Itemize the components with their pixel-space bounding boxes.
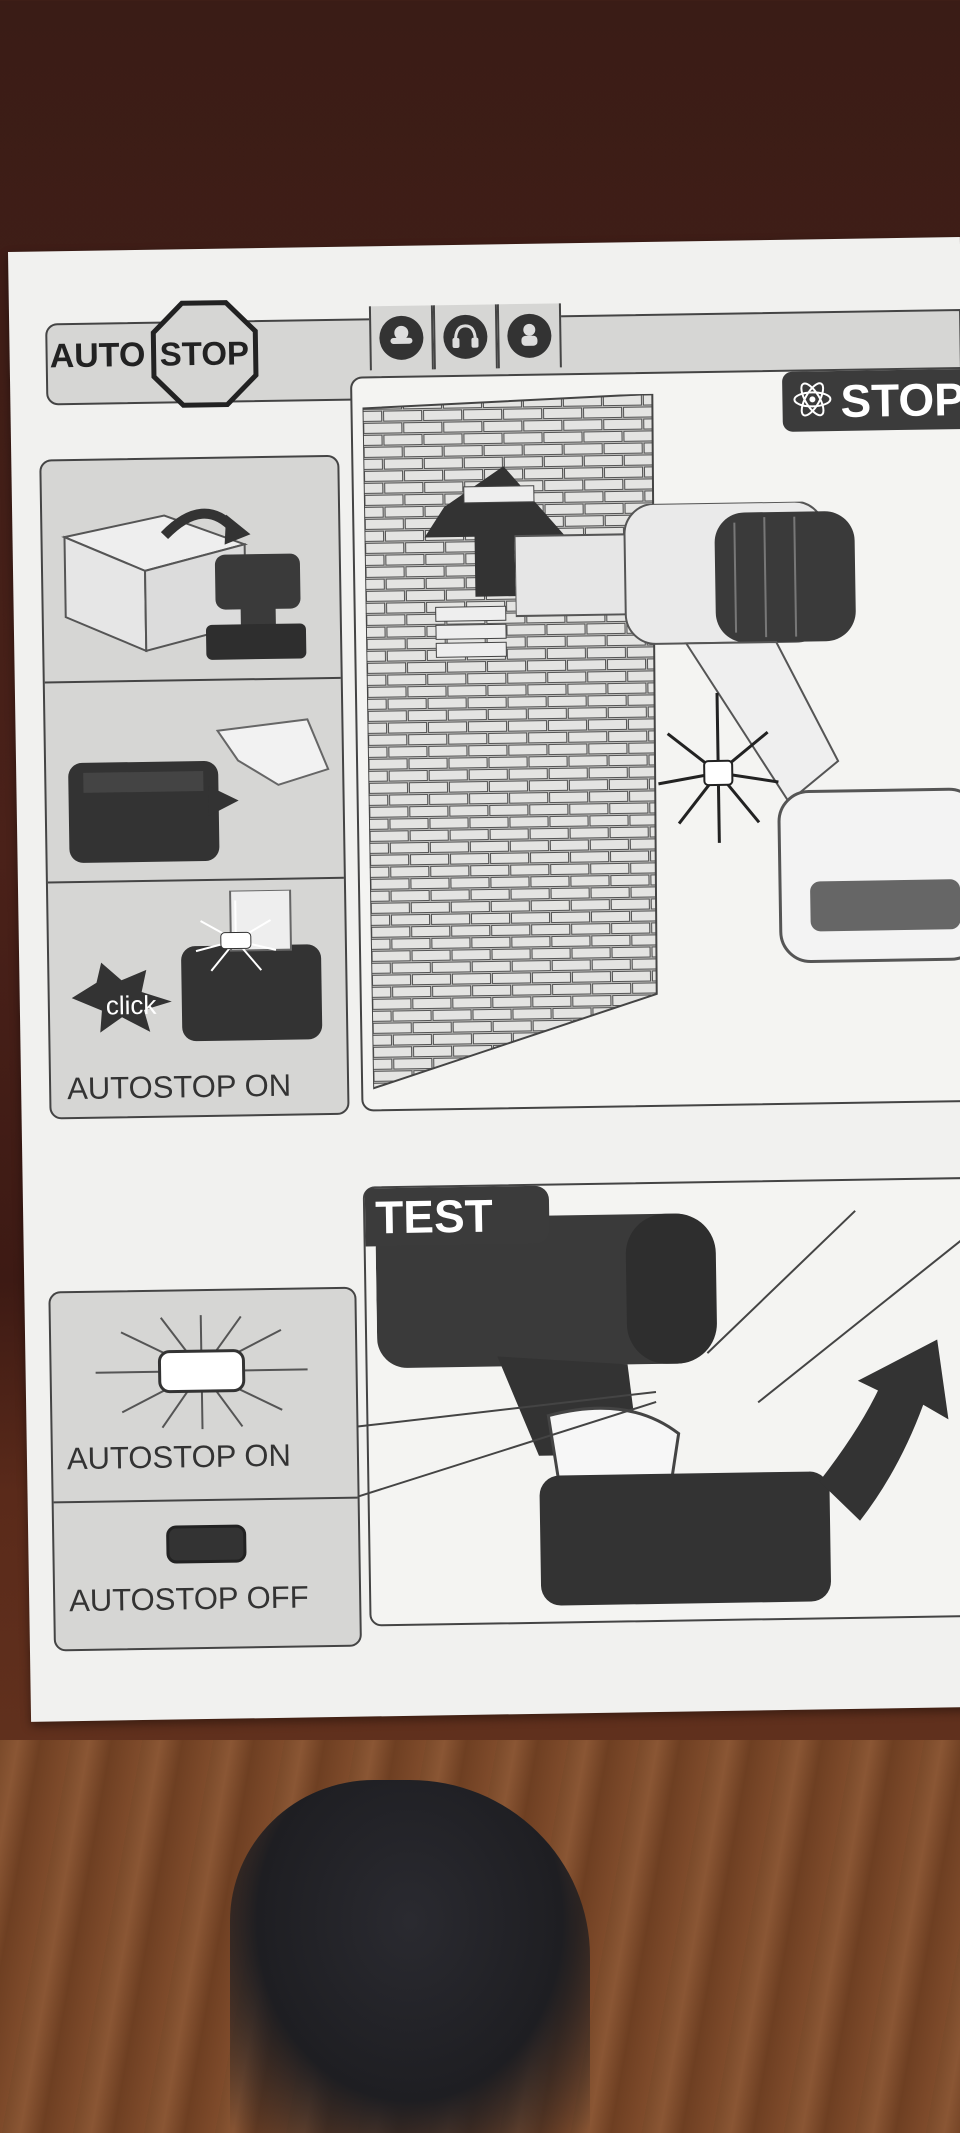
indicator-off-light-icon (166, 1524, 247, 1564)
safety-glasses-icon (379, 315, 424, 361)
step-divider (44, 676, 341, 684)
main-illustration-frame: STOP (350, 366, 960, 1112)
unbox-drill-illustration (61, 508, 307, 660)
battery-insert-illustration (68, 718, 330, 863)
click-label: click (105, 989, 157, 1021)
battery-click-illustration (71, 888, 323, 1042)
title-auto-text: AUTO (49, 335, 146, 375)
indicator-divider (53, 1496, 358, 1504)
dust-mask-icon (507, 313, 552, 359)
manual-page: AUTO STOP (8, 237, 960, 1722)
indicator-on-light-icon (95, 1315, 308, 1430)
ppe-glasses (368, 305, 434, 371)
title-stop-text: STOP (159, 334, 250, 373)
stop-sign-icon: STOP (148, 298, 260, 410)
test-illustration-frame: TEST (362, 1176, 960, 1627)
autostop-on-step-label: AUTOSTOP ON (66, 1067, 292, 1107)
test-drill-hand-illustration (375, 1210, 960, 1606)
pointer-lines (356, 1390, 657, 1498)
stop-tag-label: STOP (840, 372, 960, 427)
ppe-mask (496, 303, 562, 369)
steps-panel: click AUTOSTOP ON (39, 454, 350, 1120)
step-divider (47, 876, 344, 884)
electronic-atom-icon (793, 382, 832, 417)
test-tag: TEST (364, 1185, 550, 1247)
autostop-title: AUTO STOP (49, 298, 260, 411)
indicator-panel: AUTOSTOP ON AUTOSTOP OFF (48, 1286, 362, 1652)
test-tag-label: TEST (374, 1189, 494, 1244)
ear-protection-icon (443, 314, 488, 360)
indicator-on-label: AUTOSTOP ON (66, 1437, 292, 1477)
drill-illustration (514, 500, 960, 963)
stop-tag: STOP (781, 368, 960, 432)
ppe-ear (432, 304, 498, 370)
photographer-shadow (230, 1780, 590, 2133)
indicator-off-label: AUTOSTOP OFF (68, 1579, 309, 1619)
